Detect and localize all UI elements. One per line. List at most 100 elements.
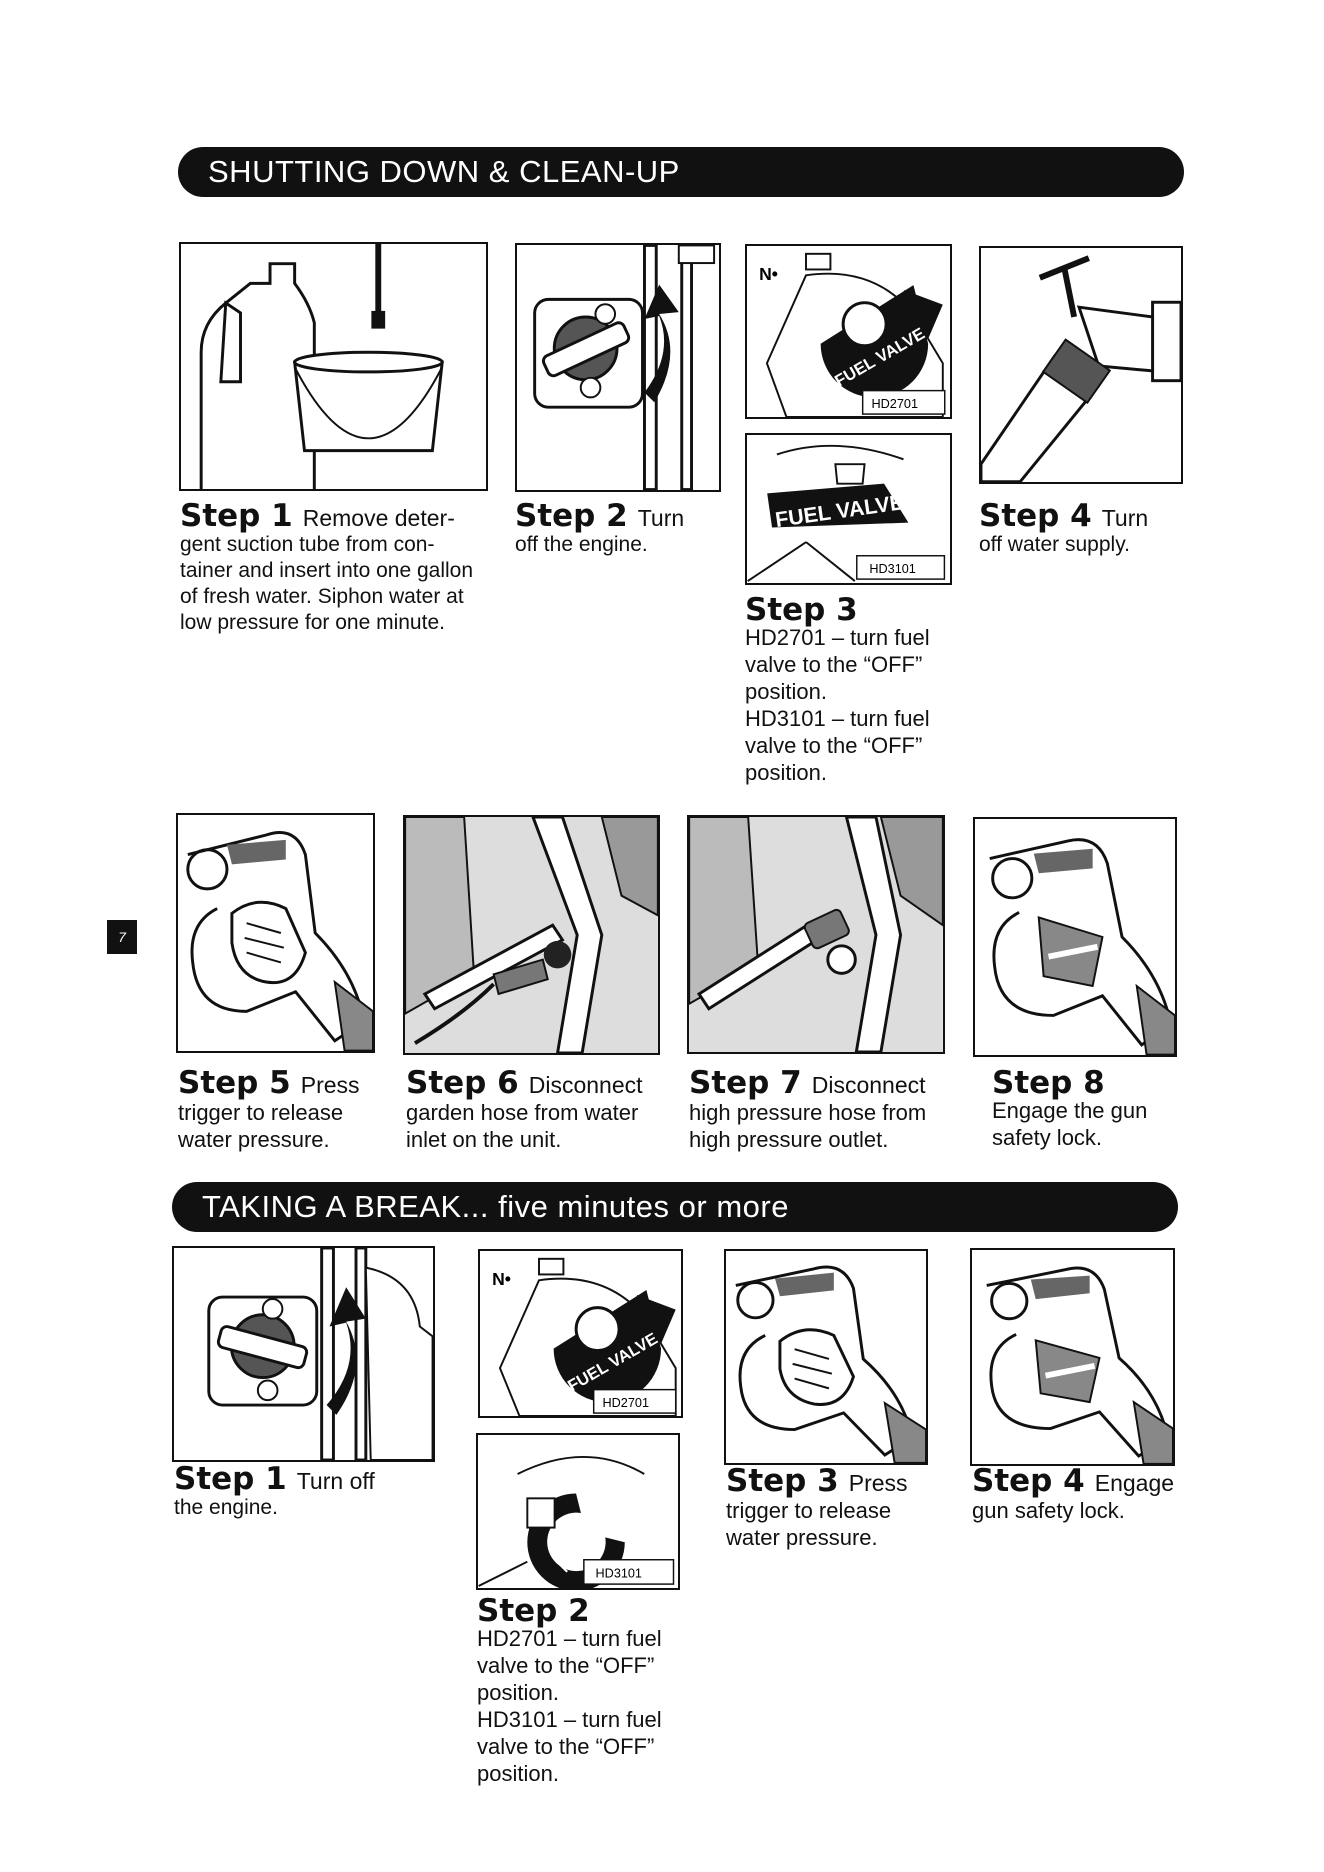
shutdown-step-4-caption: Step 4 Turn off water supply. <box>979 501 1189 558</box>
model-tag-hd2701: HD2701 <box>871 397 918 411</box>
shutdown-step-8-caption: Step 8 Engage the gun safety lock. <box>992 1065 1192 1151</box>
gun-safety-lock-illustration <box>989 838 1175 1055</box>
shutdown-step-4-lead: Turn <box>1101 505 1149 531</box>
shutdown-step-6-line-2: inlet on the unit. <box>406 1127 562 1152</box>
engine-switch-illustration <box>533 245 716 490</box>
fuel-valve-hd2701-illustration: FUEL VALVE N• HD2701 <box>759 252 946 417</box>
shutdown-step-1-line-4: low pressure for one minute. <box>180 611 445 634</box>
break-step-3-label: Step 3 <box>726 1463 839 1499</box>
break-n-symbol-label: N• <box>492 1269 511 1289</box>
shutdown-step-2-line-1: off the engine. <box>515 533 648 556</box>
page-number-badge: 7 <box>107 920 137 954</box>
break-step-2-line-4: HD3101 – turn fuel <box>477 1707 662 1732</box>
shutdown-step-8-line-1: Engage the gun <box>992 1098 1148 1123</box>
break-step-3-lead: Press <box>848 1470 908 1496</box>
shutdown-step-7-line-2: high pressure outlet. <box>689 1127 889 1152</box>
shutdown-step-2-label: Step 2 <box>515 498 628 534</box>
break-step-3-line-2: water pressure. <box>726 1525 878 1550</box>
model-tag-hd3101: HD3101 <box>869 562 915 576</box>
trigger-press-illustration <box>186 831 373 1051</box>
figure-engine-switch <box>515 243 721 492</box>
figure-gun-safety-lock <box>973 817 1177 1057</box>
shutdown-step-5-line-2: water pressure. <box>178 1127 330 1152</box>
section-title-shutdown: SHUTTING DOWN & CLEAN-UP <box>208 154 680 189</box>
break-step-4-lead: Engage <box>1094 1470 1175 1496</box>
break-step-1-label: Step 1 <box>174 1461 287 1497</box>
shutdown-step-4-line-1: off water supply. <box>979 533 1130 556</box>
shutdown-step-1-line-1: gent suction tube from con- <box>180 533 435 556</box>
figure-break-trigger-press <box>724 1249 928 1465</box>
break-step-2-line-6: position. <box>477 1761 559 1786</box>
shutdown-step-1-caption: Step 1 Remove deter- gent suction tube fr… <box>180 501 510 636</box>
break-model-tag-hd2701: HD2701 <box>602 1396 649 1410</box>
break-step-4-line-1: gun safety lock. <box>972 1498 1125 1523</box>
shutdown-step-6-line-1: garden hose from water <box>406 1100 639 1125</box>
shutdown-step-5-lead: Press <box>300 1072 360 1098</box>
shutdown-step-3-line-6: position. <box>745 760 827 785</box>
break-step-2-line-5: valve to the “OFF” <box>477 1734 655 1759</box>
shutdown-step-7-lead: Disconnect <box>811 1072 926 1098</box>
shutdown-step-8-label: Step 8 <box>992 1065 1105 1101</box>
page-number: 7 <box>118 929 126 945</box>
figure-fuel-valve-hd3101: FUEL VALVE HD3101 <box>745 433 952 585</box>
shutdown-step-1-line-3: of fresh water. Siphon water at <box>180 585 464 608</box>
break-step-3-line-1: trigger to release <box>726 1498 892 1523</box>
shutdown-step-1-lead: Remove deter- <box>302 505 455 531</box>
section-title-break: TAKING A BREAK... five minutes or more <box>202 1189 789 1224</box>
shutdown-step-7-label: Step 7 <box>689 1065 802 1101</box>
shutdown-step-8-line-2: safety lock. <box>992 1125 1103 1150</box>
shutdown-step-1-line-2: tainer and insert into one gallon <box>180 559 474 582</box>
break-step-1-lead: Turn off <box>296 1468 375 1494</box>
break-step-2-label: Step 2 <box>477 1593 590 1629</box>
fuel-valve-hd3101-illustration: FUEL VALVE HD3101 <box>747 444 946 582</box>
shutdown-step-2-lead: Turn <box>637 505 685 531</box>
figure-garden-hose-inlet <box>403 815 660 1055</box>
shutdown-step-3-label: Step 3 <box>745 592 858 628</box>
shutdown-step-5-label: Step 5 <box>178 1065 291 1101</box>
shutdown-step-3-line-1: HD2701 – turn fuel <box>745 625 930 650</box>
break-step-4-label: Step 4 <box>972 1463 1085 1499</box>
shutdown-step-5-line-1: trigger to release <box>178 1100 344 1125</box>
shutdown-step-6-lead: Disconnect <box>528 1072 643 1098</box>
shutdown-step-3-line-4: HD3101 – turn fuel <box>745 706 930 731</box>
figure-break-gun-safety-lock <box>970 1248 1175 1466</box>
figure-fuel-valve-hd2701: FUEL VALVE N• HD2701 <box>745 244 952 419</box>
n-symbol-label: N• <box>759 264 778 284</box>
figure-trigger-press <box>176 813 375 1053</box>
figure-break-fuel-valve-hd3101: FUEL VALVE HD3101 <box>476 1433 680 1590</box>
section-banner-break: TAKING A BREAK... five minutes or more <box>172 1182 1178 1232</box>
figure-detergent-bucket <box>179 242 488 491</box>
break-step-1-caption: Step 1 Turn off the engine. <box>174 1464 434 1521</box>
shutdown-step-3-caption: Step 3 HD2701 – turn fuel valve to the “… <box>745 592 965 786</box>
figure-water-faucet <box>979 246 1183 484</box>
shutdown-step-4-label: Step 4 <box>979 498 1092 534</box>
water-faucet-illustration <box>981 255 1181 482</box>
break-step-2-line-3: position. <box>477 1680 559 1705</box>
shutdown-step-7-line-1: high pressure hose from <box>689 1100 927 1125</box>
section-banner-shutdown: SHUTTING DOWN & CLEAN-UP <box>178 147 1184 197</box>
garden-hose-inlet-illustration <box>405 817 658 1053</box>
shutdown-step-2-caption: Step 2 Turn off the engine. <box>515 501 725 558</box>
break-model-tag-hd3101: HD3101 <box>596 1566 642 1580</box>
break-step-4-caption: Step 4 Engage gun safety lock. <box>972 1466 1212 1524</box>
shutdown-step-6-label: Step 6 <box>406 1065 519 1101</box>
shutdown-step-1-label: Step 1 <box>180 498 293 534</box>
shutdown-step-5-caption: Step 5 Press trigger to release water pre… <box>178 1068 378 1153</box>
shutdown-step-7-caption: Step 7 Disconnect high pressure hose from… <box>689 1068 969 1153</box>
break-step-1-line-1: the engine. <box>174 1496 278 1519</box>
shutdown-step-3-line-2: valve to the “OFF” <box>745 652 923 677</box>
break-fuel-valve-hd3101-illustration: FUEL VALVE HD3101 <box>478 1455 675 1588</box>
break-gun-safety-lock-illustration <box>986 1266 1173 1464</box>
shutdown-step-3-line-3: position. <box>745 679 827 704</box>
break-fuel-valve-hd2701-illustration: FUEL VALVE N• HD2701 <box>492 1257 677 1416</box>
break-step-2-caption: Step 2 HD2701 – turn fuel valve to the “… <box>477 1593 697 1787</box>
shutdown-step-3-line-5: valve to the “OFF” <box>745 733 923 758</box>
break-step-3-caption: Step 3 Press trigger to release water pre… <box>726 1466 956 1551</box>
figure-high-pressure-outlet <box>687 815 945 1054</box>
break-engine-switch-illustration <box>207 1248 433 1460</box>
figure-break-fuel-valve-hd2701: FUEL VALVE N• HD2701 <box>478 1249 683 1418</box>
figure-break-engine-switch <box>172 1246 435 1462</box>
break-step-2-line-1: HD2701 – turn fuel <box>477 1626 662 1651</box>
break-step-2-line-2: valve to the “OFF” <box>477 1653 655 1678</box>
